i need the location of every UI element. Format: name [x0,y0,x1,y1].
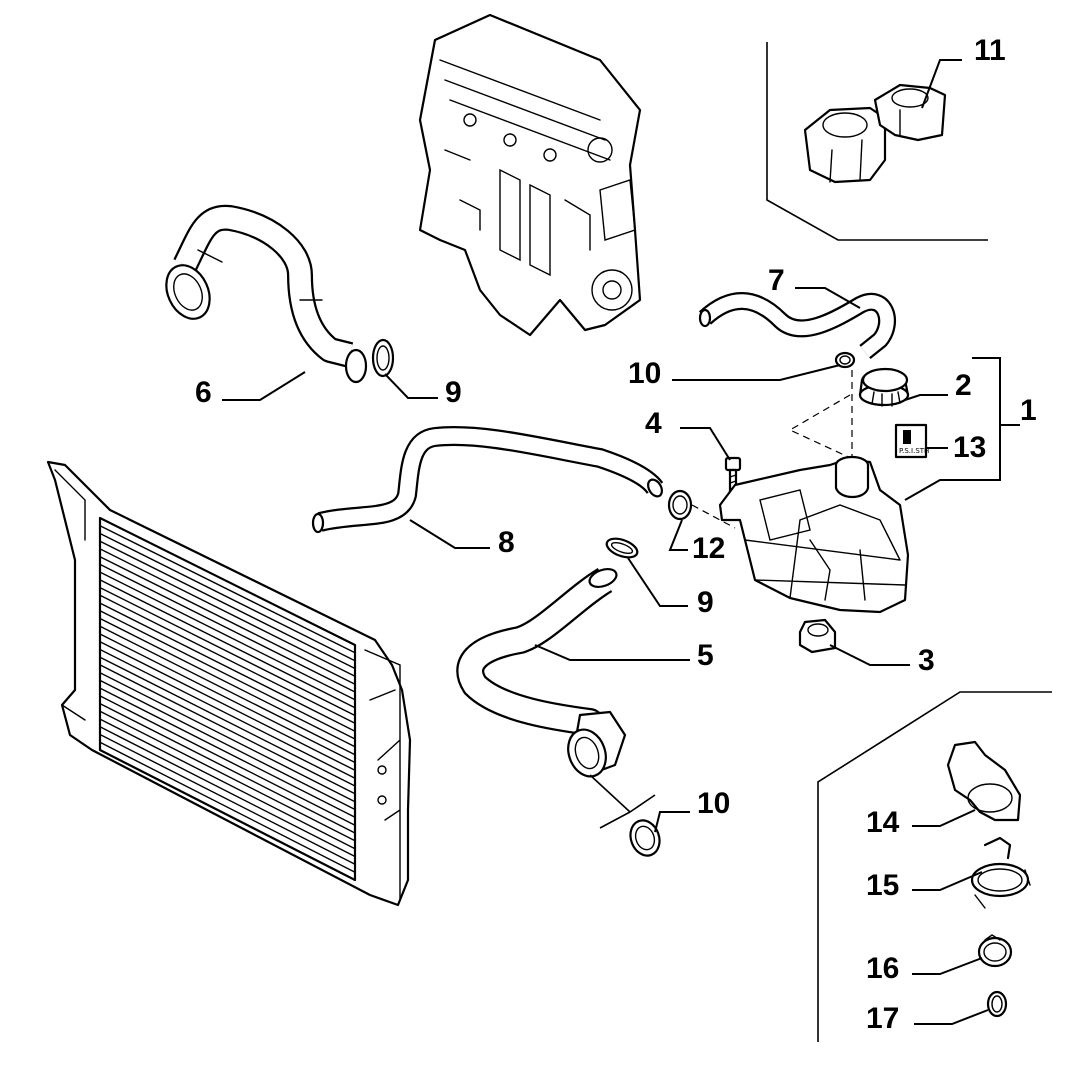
radiator-fin [99,579,356,709]
leader-2 [904,394,948,401]
radiator-fin [99,633,356,764]
radiator-fin [99,672,356,803]
callout-4: 4 [645,407,662,440]
callout-13: 13 [953,431,986,464]
part-1-expansion-tank [718,455,910,614]
part-3-rubber-mount [798,618,837,654]
leader-15 [912,871,983,891]
leader-16 [912,957,983,975]
radiator [46,460,412,907]
callout-6: 6 [195,376,212,409]
callout-3: 3 [918,644,935,677]
callout-12: 12 [692,532,725,565]
assembly-line-bypass [691,504,736,529]
callout-2: 2 [955,369,972,402]
radiator-fin [99,695,356,826]
radiator-fin [99,726,356,858]
leader-5 [534,644,690,661]
radiator-fin [99,540,356,670]
part-9-hose-clamp-lower [605,537,639,559]
leader-7 [795,287,861,309]
leader-4 [680,427,731,461]
part-9-hose-clamp-upper [371,338,395,378]
leader-8 [409,519,490,549]
bracket-1 [904,357,1020,501]
radiator-fin [99,610,356,740]
radiator-fins [99,525,356,873]
radiator-fin [99,702,356,834]
engine-block [418,13,642,337]
radiator-fin [99,718,356,850]
part-13-warning-label: P.S.I.STH [894,423,929,459]
part-10-clamp-lower [629,819,661,857]
part-7-overflow-hose [698,292,897,360]
part-16-band-clamp [977,934,1013,968]
assembly-line-cap [788,394,856,461]
leader-10-upper [672,364,841,381]
radiator-fin [99,563,356,693]
leader-12 [668,519,688,551]
callout-1: 1 [1020,394,1037,427]
callout-10-upper: 10 [628,357,661,390]
part-8-bypass-hose [311,426,664,534]
radiator-fin [99,656,356,787]
callout-16: 16 [866,952,899,985]
leader-9-lower [627,557,688,607]
part-2-expansion-tank-cap [858,367,910,407]
callout-14: 14 [866,806,900,839]
part-11-hose-bracket [803,83,947,184]
part-15-bracket-clamp [970,836,1031,909]
radiator-fin [99,733,356,865]
radiator-fin [99,525,356,654]
leader-6 [222,371,306,401]
radiator-fin [99,625,356,756]
radiator-fin [99,586,356,717]
leader-10-lower [654,811,690,833]
inset-frame-top [766,42,988,241]
callout-5: 5 [697,639,714,672]
radiator-fin [99,679,356,811]
leader-3 [829,644,910,666]
callout-11: 11 [974,34,1006,67]
inset-frame-bottom [817,691,1052,1042]
radiator-fin [99,687,356,818]
radiator-fin [99,617,356,748]
radiator-fin [99,571,356,701]
leader-14 [912,809,976,827]
radiator-fin [99,648,356,779]
leader-17 [914,1009,989,1025]
radiator-fin [99,741,356,873]
callout-15: 15 [866,869,899,902]
callout-9-upper: 9 [445,376,462,409]
part-12-hose-clamp [667,489,693,521]
radiator-fin [99,532,356,662]
part-10-clamp-overflow [834,351,856,369]
part-6-upper-radiator-hose [165,204,368,384]
radiator-fin [99,548,356,677]
radiator-fin [99,641,356,771]
callout-9-lower: 9 [697,586,714,619]
part-5-lower-radiator-hose [456,567,627,778]
part-17-small-clamp [986,990,1008,1018]
callout-10-lower: 10 [697,787,730,820]
leader-9-upper [384,373,438,399]
leader-11 [921,59,962,109]
radiator-fin [99,556,356,685]
radiator-fin [99,594,356,724]
callout-7: 7 [768,264,785,297]
radiator-fin [99,710,356,842]
callout-17: 17 [866,1002,899,1035]
label-sticker-text: P.S.I.STH [899,447,929,455]
radiator-fin [99,664,356,795]
clamp-indicator-lines [589,774,656,829]
part-14-double-clamp [946,740,1022,822]
callout-8: 8 [498,526,515,559]
radiator-fin [99,602,356,732]
